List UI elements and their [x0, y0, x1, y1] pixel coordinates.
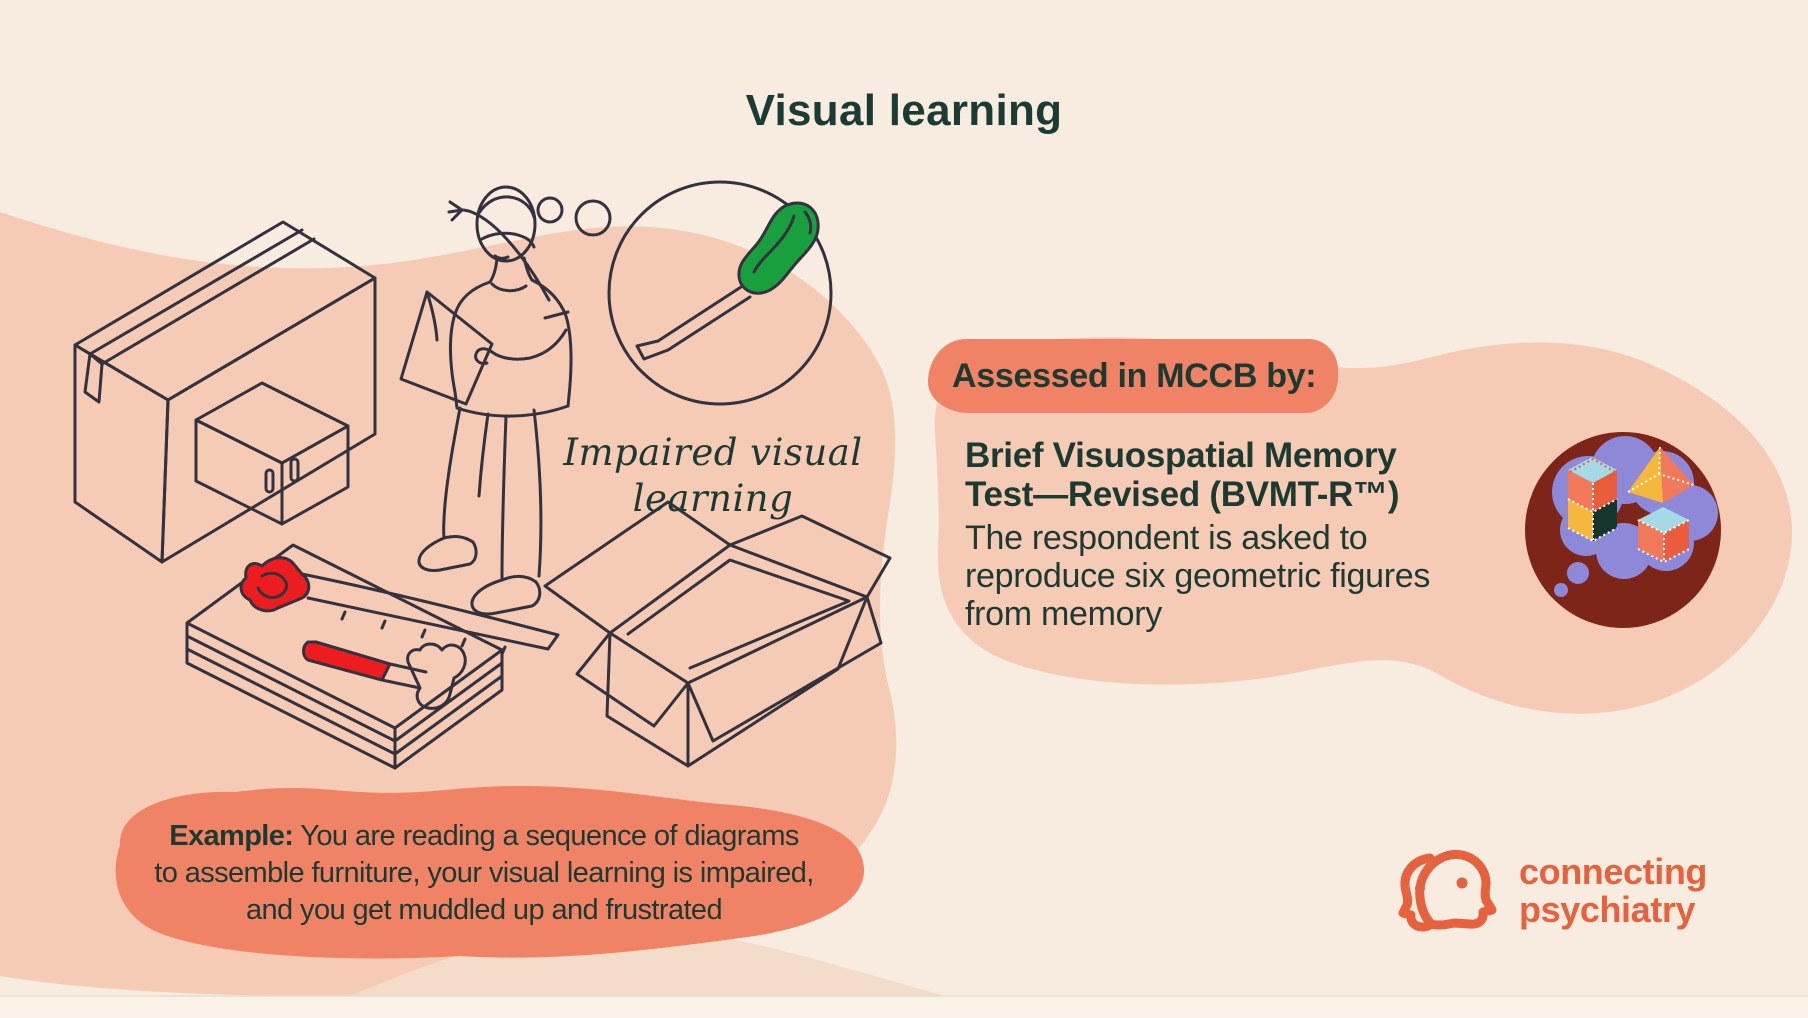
illustration-caption: Impaired visual learning [528, 430, 898, 522]
assessed-pill-label: Assessed in MCCB by: [952, 356, 1317, 395]
test-description-line-2: reproduce six geometric figures [965, 557, 1431, 595]
test-info-block: Brief Visuospatial Memory Test—Revised (… [965, 436, 1430, 633]
bottom-strip [0, 996, 1808, 1018]
screwdriver-icon [635, 201, 820, 361]
example-label: Example: [169, 820, 294, 852]
logo-word-2: psychiatry [1519, 889, 1696, 930]
example-line-2: to assemble furniture, your visual learn… [154, 857, 814, 889]
example-line-1-rest: You are reading a sequence of diagrams [293, 820, 799, 852]
test-name-line-2: Test—Revised (BVMT-R™) [965, 475, 1400, 514]
example-line-3: and you get muddled up and frustrated [246, 894, 723, 926]
test-name-line-1: Brief Visuospatial Memory [965, 436, 1397, 475]
page-title: Visual learning [745, 86, 1063, 135]
test-description-line-1: The respondent is asked to [965, 519, 1368, 557]
line-art-illustration [73, 180, 892, 770]
cardboard-box-illustration [73, 220, 377, 564]
open-box-illustration [543, 500, 892, 768]
logo-word-1: connecting [1519, 851, 1708, 892]
example-text: Example: You are reading a sequence of d… [94, 818, 874, 929]
example-blob [115, 785, 865, 959]
caption-line-1: Impaired visual [563, 431, 863, 474]
two-heads-profile-icon [1398, 849, 1497, 932]
geometric-figures-icon [1567, 446, 1695, 564]
example-line-1: Example: You are reading a sequence of d… [94, 818, 874, 855]
person-illustration [399, 185, 573, 616]
assessed-pill: Assessed in MCCB by: [928, 339, 1338, 413]
saw-handle [239, 556, 311, 613]
logo-wordmark: connecting psychiatry [1519, 853, 1707, 929]
caption-line-2: learning [632, 477, 794, 520]
memory-thought-bubble [1525, 432, 1721, 628]
hammer-grip [302, 640, 392, 682]
right-background-blob [934, 337, 1793, 714]
tools-illustration [185, 543, 560, 770]
thought-bubble-small [536, 196, 564, 224]
instruction-sheet [399, 290, 494, 406]
thought-circle-illustration [536, 180, 833, 406]
test-description-line-3: from memory [965, 595, 1162, 633]
thought-bubble-medium [574, 199, 612, 237]
thought-circle-outline [607, 180, 833, 406]
